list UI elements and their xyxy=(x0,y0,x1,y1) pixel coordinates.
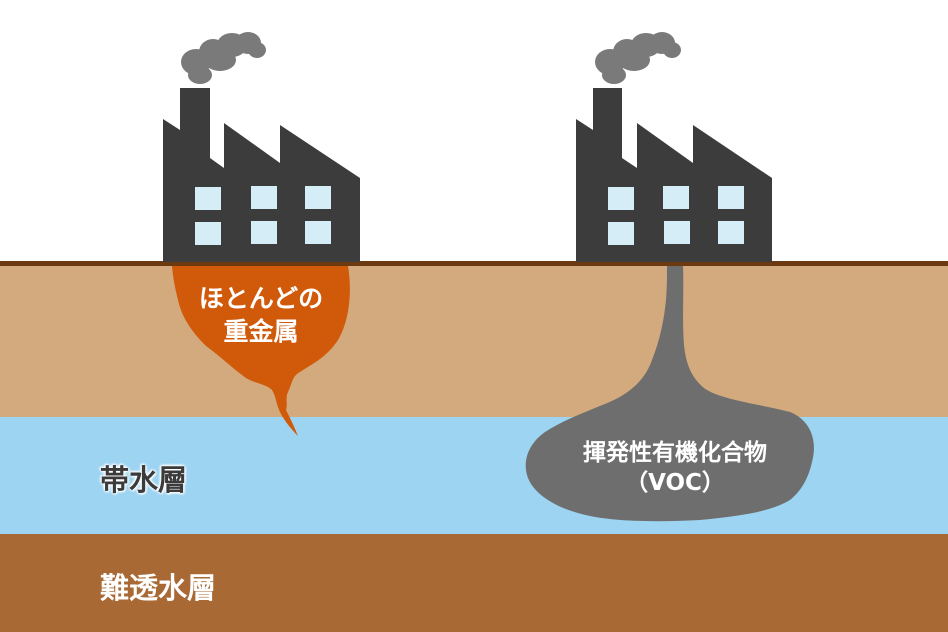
heavy-metals-label-line2: 重金属 xyxy=(223,317,299,346)
voc-label: 揮発性有機化合物 （VOC） xyxy=(540,438,810,498)
heavy-metal-plume xyxy=(172,266,350,436)
voc-plume xyxy=(525,266,814,522)
aquitard-label: 難透水層 xyxy=(100,571,217,605)
unsaturated-soil-layer xyxy=(0,264,948,417)
heavy-metals-label: ほとんどの 重金属 xyxy=(176,282,346,348)
smoke-cloud-icon xyxy=(595,32,681,84)
sky-background xyxy=(0,0,948,264)
factory-left xyxy=(163,32,360,262)
factory-windows xyxy=(608,186,744,245)
factory-building-icon xyxy=(163,88,360,262)
aquitard-layer xyxy=(0,534,948,632)
factory-windows xyxy=(195,186,331,245)
smoke-cloud-icon xyxy=(181,32,266,84)
voc-label-line1: 揮発性有機化合物 xyxy=(583,440,767,466)
ground-surface-line xyxy=(0,261,948,266)
heavy-metals-label-line1: ほとんどの xyxy=(198,284,324,313)
factory-right xyxy=(576,32,772,262)
aquifer-label: 帯水層 xyxy=(100,463,188,497)
factory-building-icon xyxy=(576,88,772,262)
voc-label-line2: （VOC） xyxy=(625,470,725,496)
